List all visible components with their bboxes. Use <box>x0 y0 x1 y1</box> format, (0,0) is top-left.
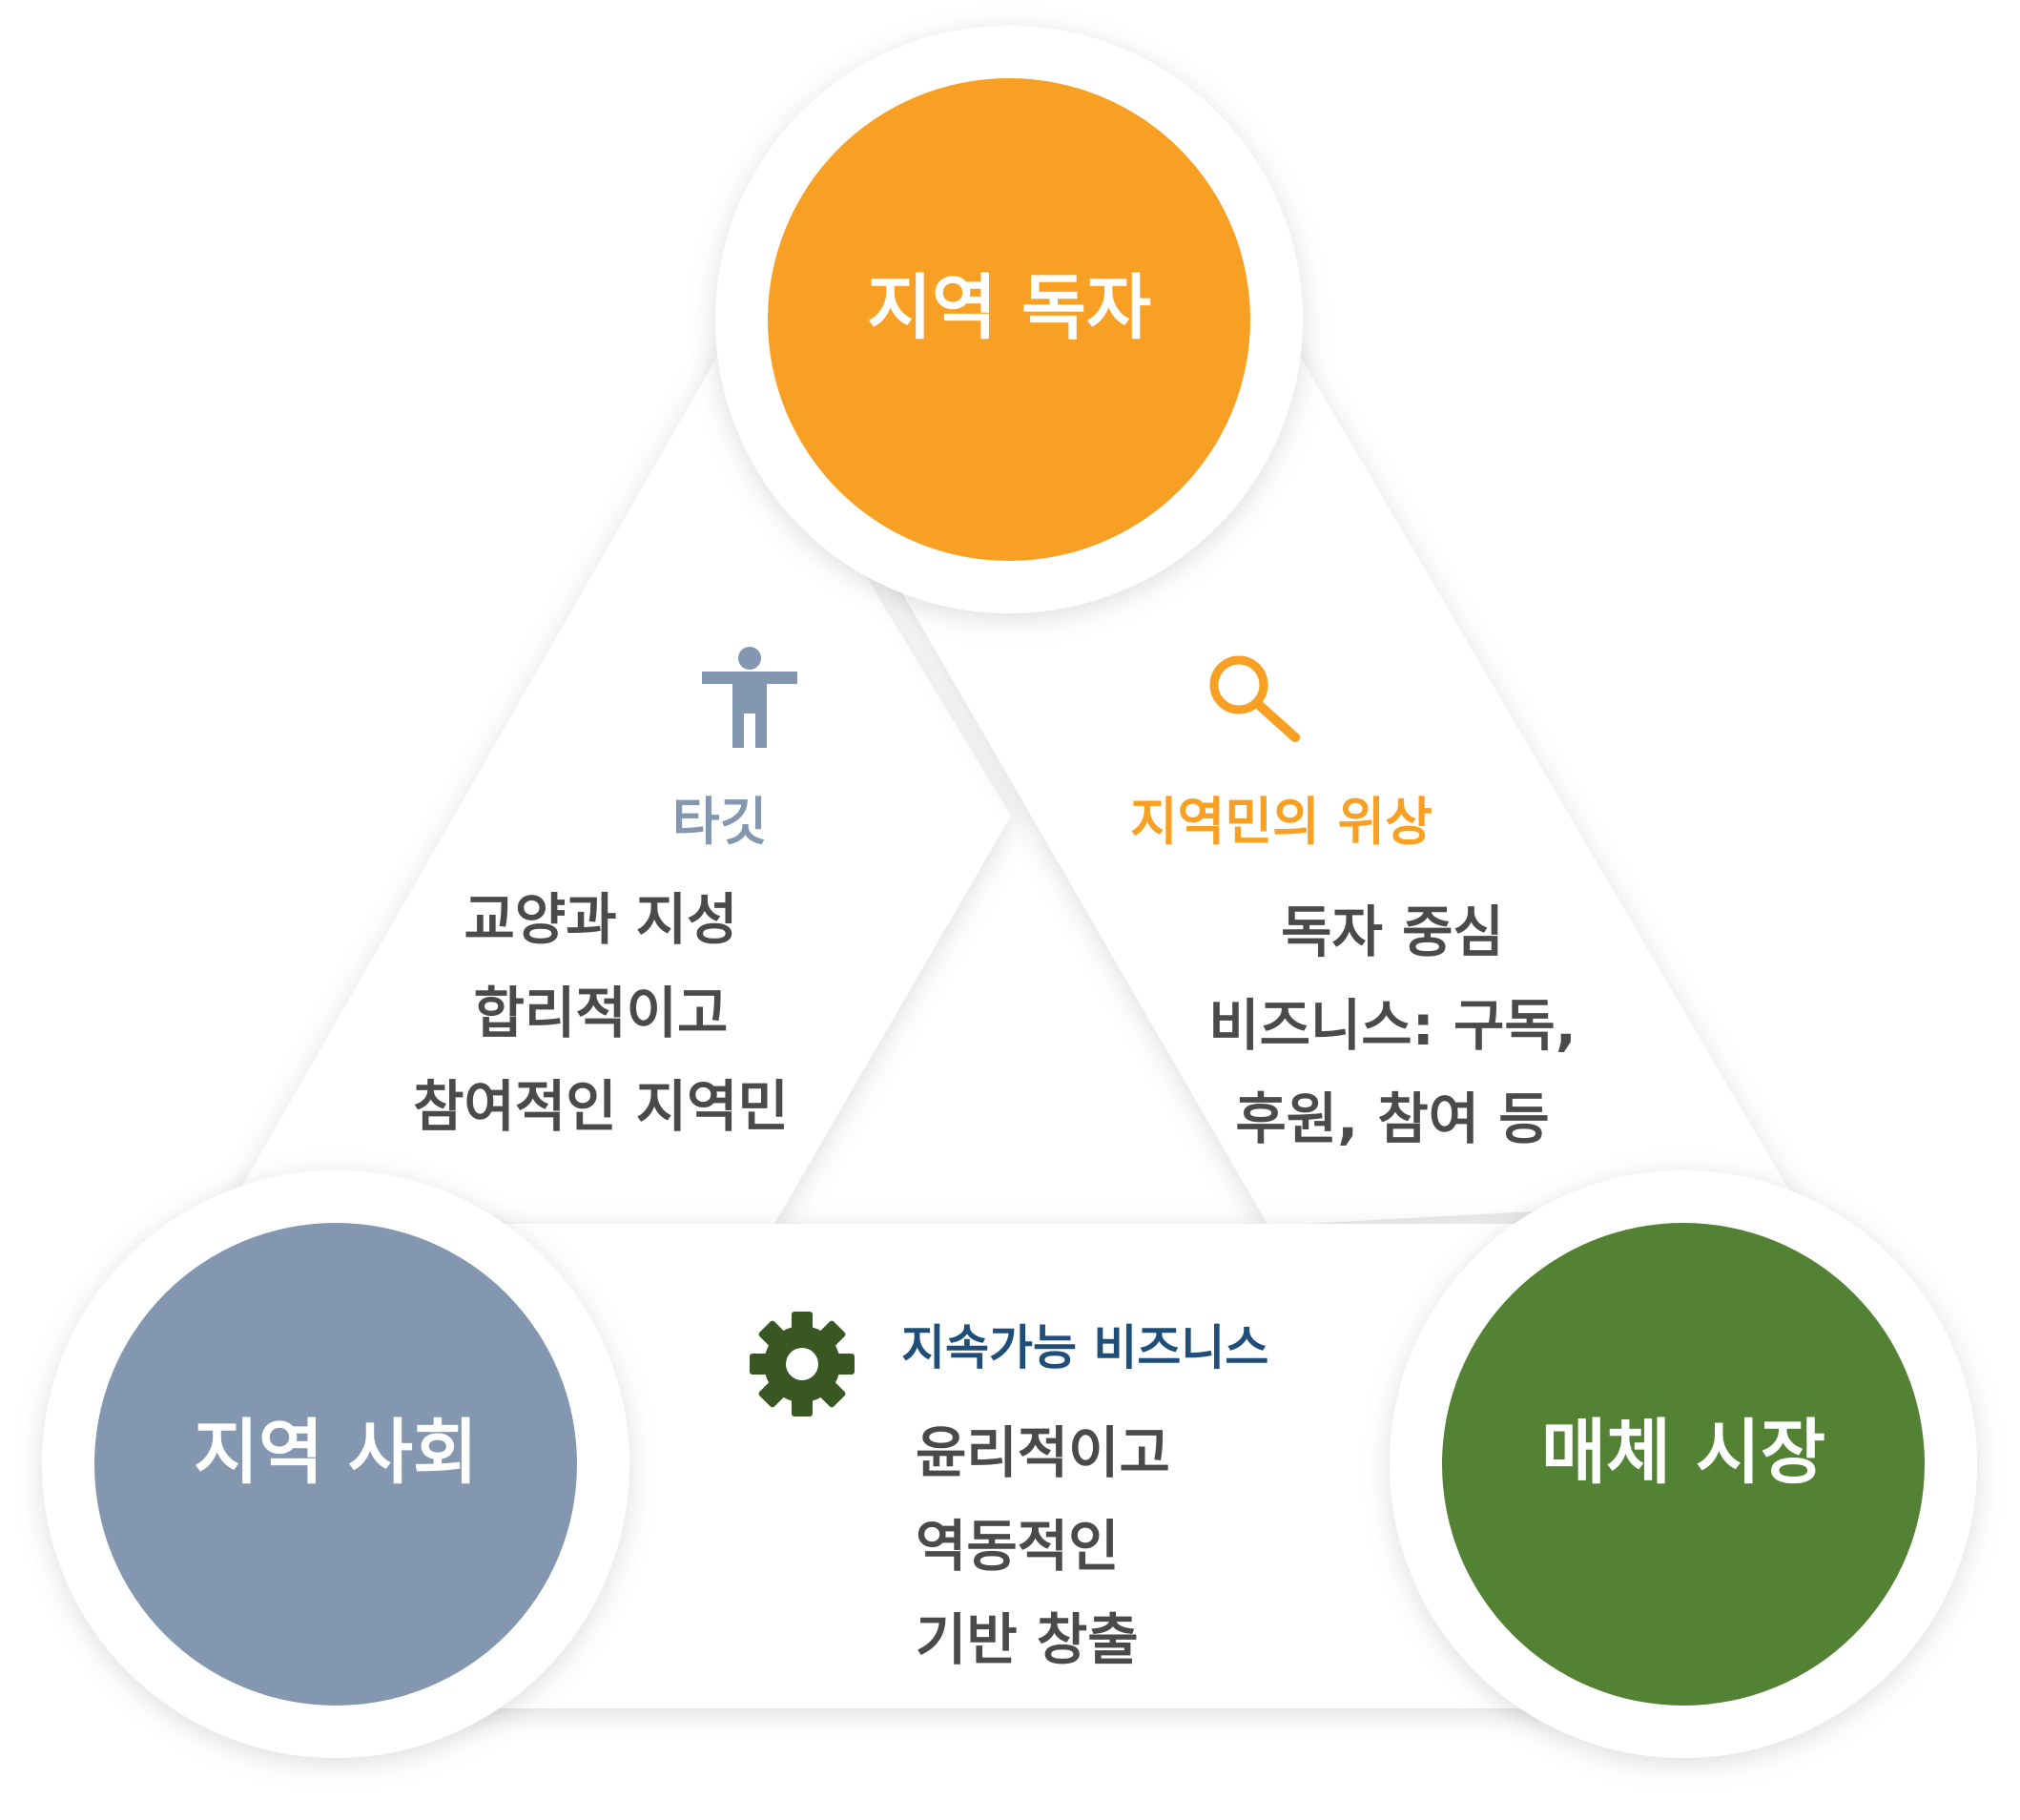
status-line-2: 비즈니스: 구독, <box>1208 993 1577 1058</box>
top-node-label: 지역 독자 <box>866 267 1152 349</box>
left-node-label: 지역 사회 <box>193 1412 479 1494</box>
status-heading: 지역민의 위상 <box>1130 792 1433 852</box>
right-node-circle <box>1442 1223 1925 1706</box>
business-heading: 지속가능 비즈니스 <box>901 1320 1269 1375</box>
top-node-circle <box>768 78 1250 561</box>
target-line-3: 참여적인 지역민 <box>413 1074 789 1139</box>
business-line-3: 기반 창출 <box>916 1607 1139 1672</box>
right-node-label: 매체 시장 <box>1540 1412 1826 1494</box>
target-line-2: 합리적이고 <box>473 981 729 1045</box>
search-icon <box>1209 655 1300 742</box>
target-line-1: 교양과 지성 <box>464 887 738 952</box>
target-heading: 타깃 <box>672 792 768 852</box>
business-line-2: 역동적인 <box>916 1514 1120 1579</box>
status-line-1: 독자 중심 <box>1281 900 1504 964</box>
gear-icon <box>750 1312 855 1417</box>
left-node-circle <box>94 1223 577 1706</box>
business-line-1: 윤리적이고 <box>916 1420 1170 1485</box>
accessibility-person-icon <box>702 647 797 748</box>
status-line-3: 후원, 참여 등 <box>1235 1086 1550 1151</box>
